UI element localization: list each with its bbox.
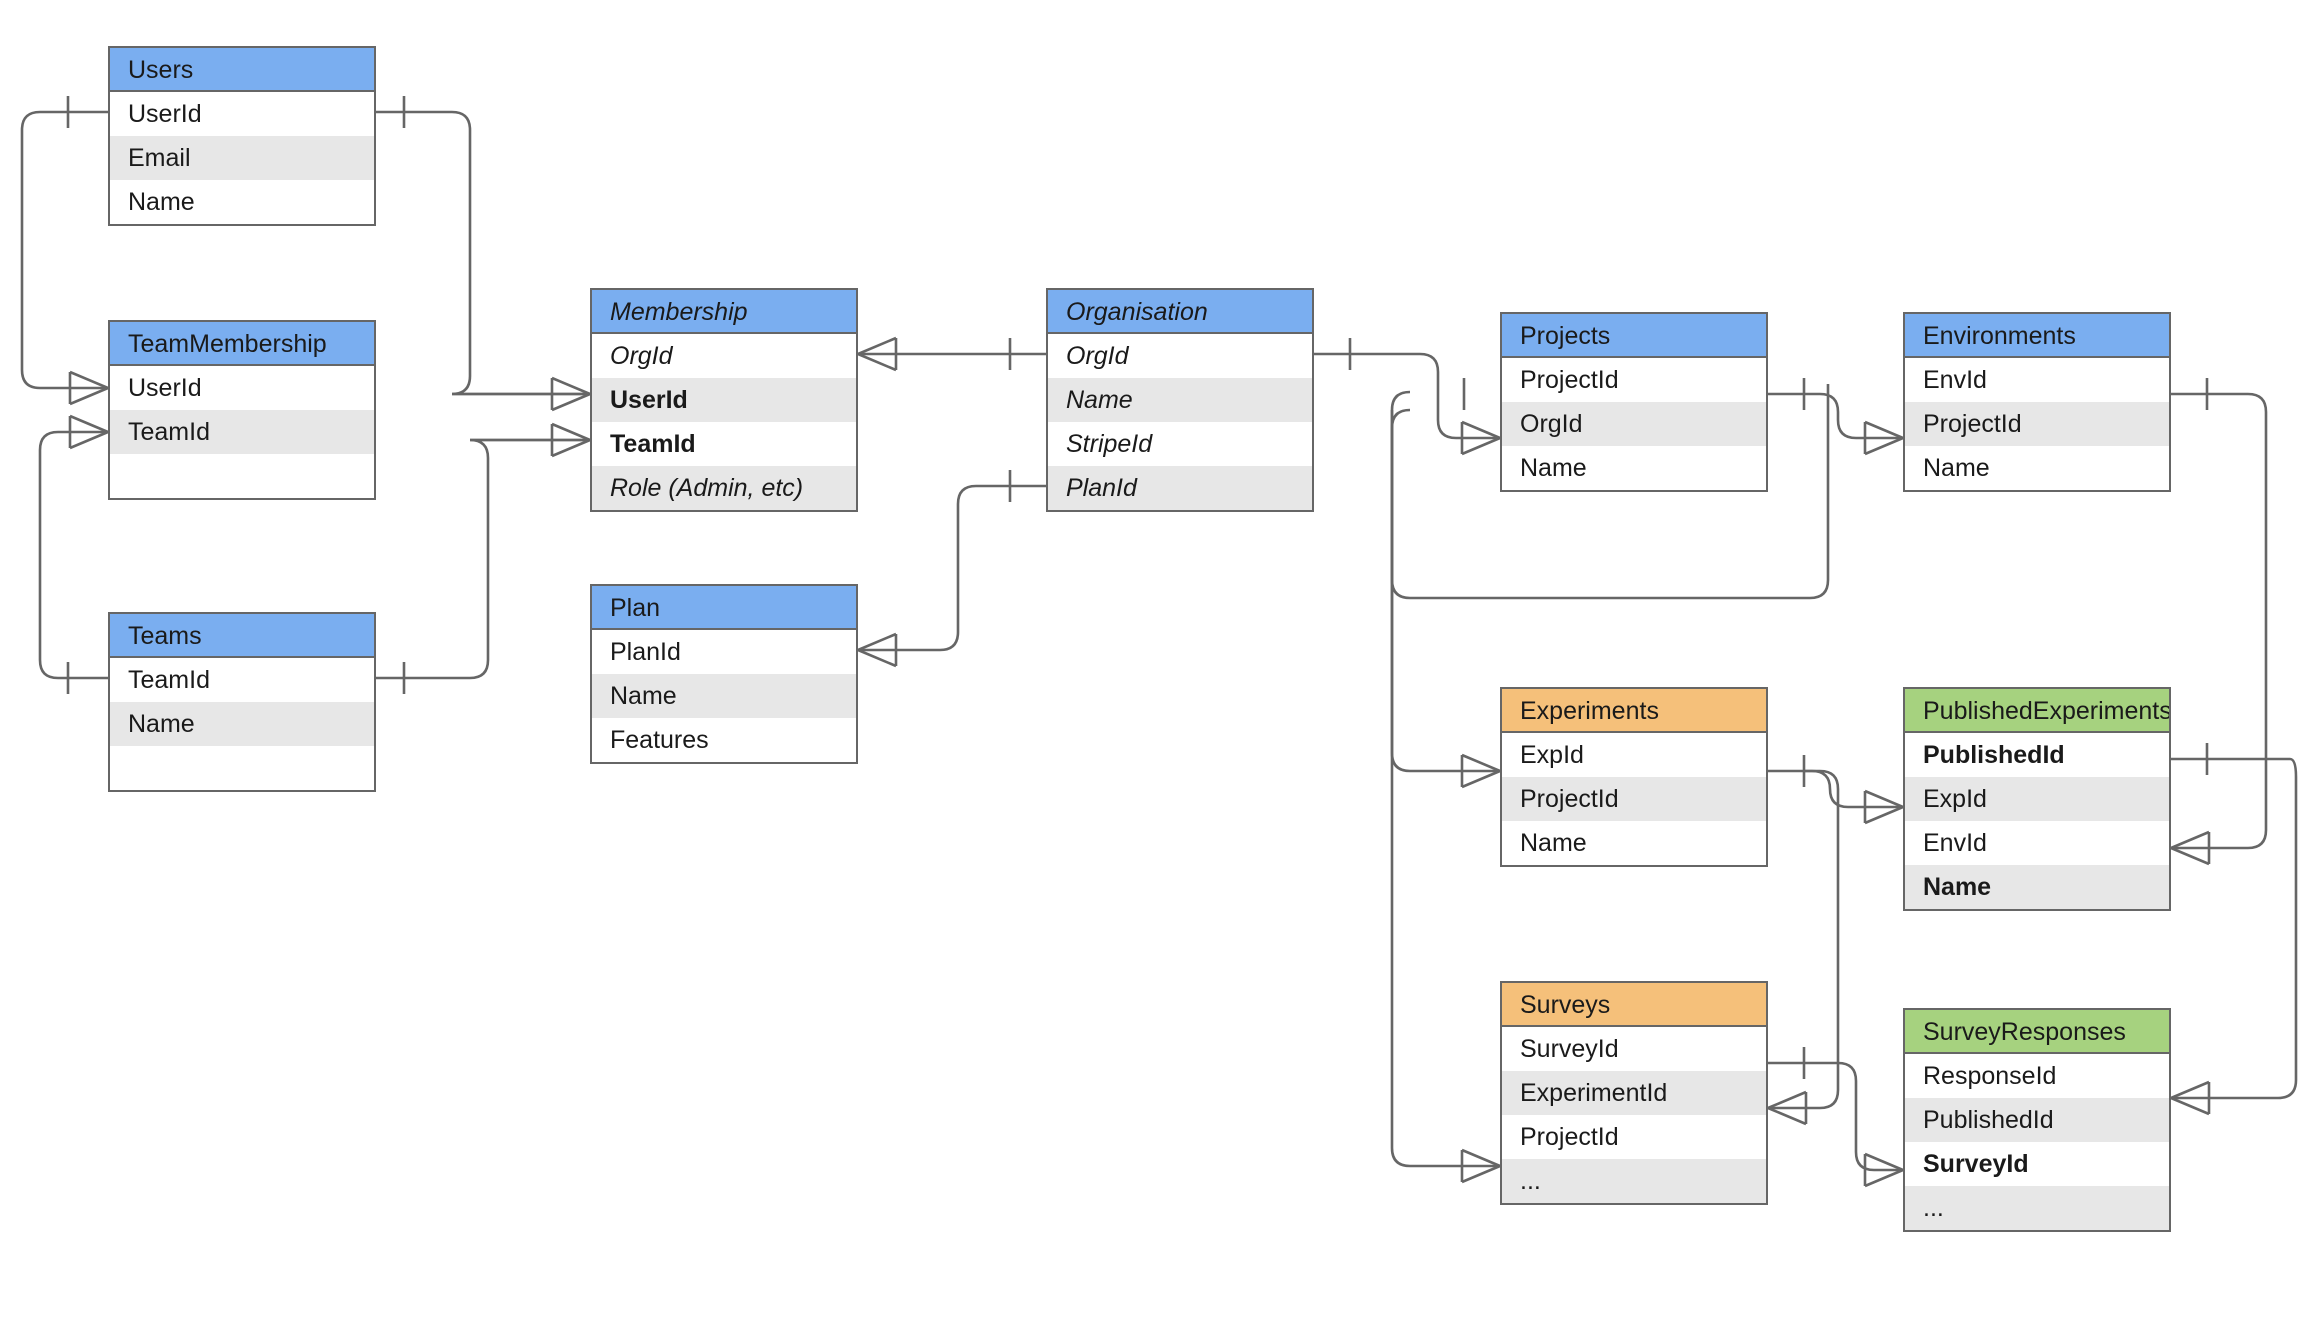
link-teams-teammembership <box>38 430 108 680</box>
link-published-surveyresponses <box>2171 757 2298 1100</box>
attribute-row[interactable]: Name <box>1520 829 1587 857</box>
link-experiments-vert <box>1390 410 1500 773</box>
entity-title-environments: Environments <box>1905 314 2169 358</box>
crow-surveyresponses-surveyid <box>1863 1152 1904 1188</box>
crow-teammembership-userid <box>68 370 109 406</box>
attribute-row[interactable]: ExperimentId <box>1502 1071 1766 1115</box>
attribute-row[interactable]: Role (Admin, etc) <box>592 466 856 510</box>
attribute-row[interactable]: ProjectId <box>1502 777 1766 821</box>
link-organisation-projects <box>1314 352 1500 440</box>
attribute-row[interactable]: PlanId <box>610 638 681 666</box>
attribute-row[interactable]: Name <box>128 188 195 216</box>
attribute-row[interactable]: ResponseId <box>1923 1062 2057 1090</box>
link-surveys-surveyresponses <box>1768 1061 1903 1172</box>
entity-title-projects: Projects <box>1502 314 1766 358</box>
link-experiments-published <box>1768 769 1903 809</box>
attribute-row[interactable]: Name <box>1520 454 1587 482</box>
link-users-teammembership <box>20 110 108 390</box>
attribute-row[interactable]: ... <box>1502 1159 1766 1203</box>
attribute-row[interactable]: OrgId <box>1066 342 1129 370</box>
link-teams-membership <box>376 438 590 680</box>
entity-title-teammembership: TeamMembership <box>110 322 374 366</box>
attribute-row[interactable]: StripeId <box>1066 430 1153 458</box>
entity-title-surveyresponses: SurveyResponses <box>1905 1010 2169 1054</box>
entity-title-organisation: Organisation <box>1048 290 1312 334</box>
attribute-row[interactable]: ExpId <box>1520 741 1584 769</box>
attribute-row[interactable]: OrgId <box>610 342 673 370</box>
entity-title-experiments: Experiments <box>1502 689 1766 733</box>
attribute-row[interactable]: Name <box>1048 378 1312 422</box>
crow-experiments-expid <box>1460 753 1501 789</box>
entity-title-teams: Teams <box>110 614 374 658</box>
attribute-row[interactable]: Email <box>110 136 374 180</box>
attribute-row[interactable]: SurveyId <box>1923 1150 2029 1178</box>
attribute-row[interactable]: UserId <box>592 378 856 422</box>
entity-title-plan: Plan <box>592 586 856 630</box>
attribute-row[interactable]: ProjectId <box>1520 1123 1619 1151</box>
attribute-row[interactable]: ... <box>1905 1186 2169 1230</box>
crow-environments-projectid <box>1863 420 1904 456</box>
crow-published-envid <box>2170 830 2211 866</box>
attribute-row[interactable]: EnvId <box>1923 366 1987 394</box>
attribute-row[interactable]: PublishedId <box>1905 1098 2169 1142</box>
attribute-row[interactable] <box>110 454 374 498</box>
attribute-row[interactable]: UserId <box>128 374 202 402</box>
crow-projects-orgid <box>1460 420 1501 456</box>
link-users-membership <box>376 110 590 396</box>
link-projects-surveys <box>1390 408 1500 1168</box>
attribute-row[interactable]: EnvId <box>1923 829 1987 857</box>
crow-surveys-experimentid <box>1767 1090 1808 1126</box>
attribute-row[interactable] <box>110 746 374 790</box>
link-projects-environments <box>1768 392 1903 440</box>
attribute-row[interactable]: Name <box>1923 454 1990 482</box>
link-experiments-surveys <box>1768 769 1840 1110</box>
entity-title-users: Users <box>110 48 374 92</box>
crow-membership-userid <box>550 376 591 412</box>
crow-teammembership-teamid <box>68 414 109 450</box>
attribute-row[interactable]: ExpId <box>1905 777 2169 821</box>
attribute-row[interactable]: OrgId <box>1502 402 1766 446</box>
crow-surveyresponses-publishedid <box>2170 1080 2211 1116</box>
entity-title-membership: Membership <box>592 290 856 334</box>
link-plan-organisation <box>858 484 1046 652</box>
crow-surveys-projectid <box>1460 1148 1501 1184</box>
attribute-row[interactable]: Name <box>110 702 374 746</box>
attribute-row[interactable]: SurveyId <box>1520 1035 1619 1063</box>
attribute-row[interactable]: TeamId <box>128 666 210 694</box>
entity-title-publishedexperiments: PublishedExperiments <box>1905 689 2169 733</box>
crow-membership-teamid <box>550 422 591 458</box>
entity-title-surveys: Surveys <box>1502 983 1766 1027</box>
attribute-row[interactable]: TeamId <box>110 410 374 454</box>
attribute-row[interactable]: ProjectId <box>1905 402 2169 446</box>
crow-plan-planid <box>857 632 898 668</box>
attribute-row[interactable]: TeamId <box>610 430 696 458</box>
crow-membership-orgid <box>857 336 898 372</box>
link-environments-published <box>2171 392 2268 850</box>
attribute-row[interactable]: Name <box>1905 865 2169 909</box>
attribute-row[interactable]: Name <box>592 674 856 718</box>
attribute-row[interactable]: PublishedId <box>1923 741 2065 769</box>
crow-published-expid <box>1863 789 1904 825</box>
attribute-row[interactable]: UserId <box>128 100 202 128</box>
attribute-row[interactable]: ProjectId <box>1520 366 1619 394</box>
attribute-row[interactable]: Features <box>610 726 709 754</box>
attribute-row[interactable]: PlanId <box>1048 466 1312 510</box>
